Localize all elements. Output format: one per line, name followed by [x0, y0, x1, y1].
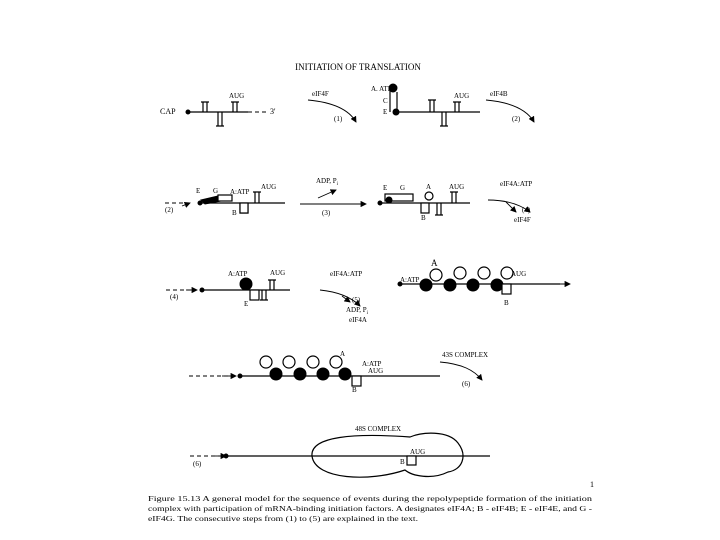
subunit-3 [307, 356, 319, 368]
row2-step-left-label: (2) [165, 206, 174, 214]
row2-a-atp-label: A:ATP [230, 188, 250, 196]
row2-complex-a: (2) E G A:ATP AUG B [165, 183, 285, 217]
scanning-factor-4 [491, 279, 503, 291]
row5-step-left-label: (6) [193, 460, 202, 468]
row3-b-label: B [504, 299, 509, 307]
row3-adp-label: ADP, Pi [346, 306, 369, 316]
figure-caption: Figure 15.13 A general model for the seq… [148, 494, 593, 523]
hairpin-3 [231, 102, 239, 112]
c-label: C [383, 97, 388, 105]
adp-text: ADP, P [316, 177, 337, 185]
row2-b-label: B [232, 209, 237, 217]
row1-mrna-free: CAP 3' AUG [160, 92, 276, 126]
factor-2 [294, 368, 306, 380]
row2-e-label: E [196, 187, 200, 195]
step3-arrow: ADP, Pi (3) [300, 177, 366, 217]
step4-label: (4) [522, 206, 531, 214]
row3-e-label: E [244, 300, 248, 308]
ribosome-outline [312, 433, 463, 477]
step5-label: (5) [352, 296, 361, 304]
step6-arrow: 43S COMPLEX (6) [440, 351, 488, 388]
cap-label: CAP [160, 107, 176, 116]
factor-eif4f-label: eIF4F [312, 90, 329, 98]
released-eif4f-label: eIF4F [514, 216, 531, 224]
row3-complex-a: (4) A:ATP E AUG [166, 269, 290, 308]
row2-aug-label: AUG [261, 183, 276, 191]
row4-aug-label: AUG [368, 367, 383, 375]
factor-3 [317, 368, 329, 380]
row3-a-atp-label: A:ATP [228, 270, 248, 278]
row3-aug-label: AUG [270, 269, 285, 277]
scanning-subunit-2 [454, 267, 466, 279]
adp-label: ADP, Pi [316, 177, 339, 187]
row3-adp-subscript: i [367, 311, 369, 316]
step5-arrow: eIF4A:ATP (5) ADP, Pi eIF4A [320, 270, 369, 324]
factor-eif4b-label: eIF4B [490, 90, 508, 98]
row5-b-label: B [400, 458, 405, 466]
complex-43s-label: 43S COMPLEX [442, 351, 488, 359]
three-prime-label: 3' [270, 107, 276, 116]
step2-arrow: eIF4B (2) [486, 90, 534, 123]
hairpin-2 [216, 112, 224, 126]
row4-scanning-complex: A A:ATP AUG B [189, 350, 440, 394]
row2-b2-label: B [421, 214, 426, 222]
caption-line-2: complex with participation of mRNA-bindi… [148, 504, 593, 513]
scanning-factor-1 [420, 279, 432, 291]
adp-subscript: i [337, 182, 339, 187]
released-eif4a-label: eIF4A [349, 316, 367, 324]
row2-e2-label: E [383, 184, 387, 192]
row3-adp-text: ADP, P [346, 306, 367, 314]
row3-complex-b: A A:ATP B AUG [398, 258, 570, 307]
row2-complex-b: E G A B AUG [378, 183, 470, 222]
row3-a-label: A [431, 258, 438, 268]
subunit-1 [260, 356, 272, 368]
scanning-factor-3 [467, 279, 479, 291]
e-label: E [383, 108, 387, 116]
row3-aug2-label: AUG [511, 270, 526, 278]
scanning-subunit-3 [478, 267, 490, 279]
row4-a-label: A [340, 350, 345, 358]
row5-aug-label: AUG [410, 448, 425, 456]
row1-mrna-bound: A. ATP C E AUG [371, 84, 480, 126]
step4-arrow: eIF4A:ATP (4) eIF4F [488, 180, 532, 224]
subunit-2 [283, 356, 295, 368]
caption-line-1: Figure 15.13 A general model for the seq… [148, 494, 592, 503]
factor-eif4a-atp-label: eIF4A:ATP [500, 180, 532, 188]
caption-line-3: eIF4G. The consecutive steps from (1) to… [148, 514, 418, 523]
complex-48s-label: 48S COMPLEX [355, 425, 401, 433]
aug2-label: AUG [454, 92, 469, 100]
row2-aug2-label: AUG [449, 183, 464, 191]
scanning-factor-2 [444, 279, 456, 291]
row4-b-label: B [352, 386, 357, 394]
step1-label: (1) [334, 115, 343, 123]
factor-1 [270, 368, 282, 380]
scanning-subunit-1 [430, 269, 442, 281]
factor-4 [339, 368, 351, 380]
step1-arrow: eIF4F (1) [308, 90, 356, 123]
figure-title: INITIATION OF TRANSLATION [295, 62, 421, 72]
step3-label: (3) [322, 209, 331, 217]
step2-label: (2) [512, 115, 521, 123]
aug-label: AUG [229, 92, 244, 100]
row3-factor-label: eIF4A:ATP [330, 270, 362, 278]
row2-g2-label: G [400, 184, 405, 192]
row3-a-atp2-label: A:ATP [400, 276, 420, 284]
step6-label: (6) [462, 380, 471, 388]
row3-step-left-label: (4) [170, 293, 179, 301]
page-number: 1 [590, 480, 594, 489]
row2-g-label: G [213, 187, 218, 195]
row2-a2-label: A [426, 183, 431, 191]
row5-48s-complex: 48S COMPLEX (6) AUG B [190, 425, 490, 477]
hairpin-1 [201, 102, 209, 112]
